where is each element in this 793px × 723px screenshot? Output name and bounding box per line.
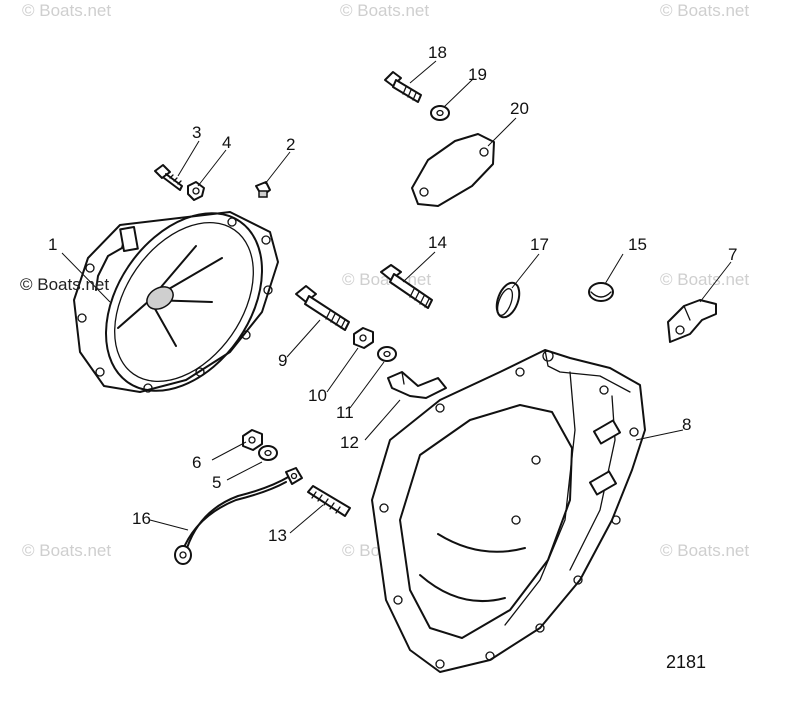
part-15-plug xyxy=(588,282,614,302)
part-10-nut xyxy=(353,327,374,349)
part-14-bolt xyxy=(380,264,433,309)
part-9-bolt xyxy=(295,285,350,331)
callout-18: 18 xyxy=(428,43,447,62)
callout-7: 7 xyxy=(728,245,737,264)
callout-20: 20 xyxy=(510,99,529,118)
callout-3: 3 xyxy=(192,123,201,142)
callout-8: 8 xyxy=(682,415,691,434)
watermark: © Boats.net xyxy=(340,1,429,20)
part-12-clamp xyxy=(387,371,447,399)
callout-1: 1 xyxy=(48,235,57,254)
part-8-flywheel-housing xyxy=(371,349,646,673)
callout-6: 6 xyxy=(192,453,201,472)
part-1-cover-plate xyxy=(73,211,279,393)
part-6-nut xyxy=(242,429,263,451)
callout-5: 5 xyxy=(212,473,221,492)
callout-15: 15 xyxy=(628,235,647,254)
callout-10: 10 xyxy=(308,386,327,405)
part-17-cap xyxy=(495,281,521,319)
part-5-washer xyxy=(258,445,278,461)
part-13-stud xyxy=(307,485,351,517)
part-11-washer xyxy=(377,346,397,362)
part-19-washer xyxy=(430,105,450,121)
callout-19: 19 xyxy=(468,65,487,84)
callout-12: 12 xyxy=(340,433,359,452)
callout-labels: 1 2 3 4 5 6 7 8 9 10 11 12 13 14 15 16 1… xyxy=(48,43,737,545)
watermark: © Boats.net xyxy=(660,270,749,289)
watermark-over-part: © Boats.net xyxy=(20,275,109,294)
part-4-nut xyxy=(187,181,205,201)
callout-9: 9 xyxy=(278,351,287,370)
watermark: © Boats.net xyxy=(22,541,111,560)
watermark: © Boats.net xyxy=(660,541,749,560)
watermark: © Boats.net xyxy=(660,1,749,20)
watermark: © Boats.net xyxy=(22,1,111,20)
part-16-ground-strap xyxy=(174,467,303,565)
part-20-cover-plate xyxy=(411,133,495,207)
callout-4: 4 xyxy=(222,133,231,152)
callout-2: 2 xyxy=(286,135,295,154)
part-2-fitting xyxy=(255,181,271,198)
callout-16: 16 xyxy=(132,509,151,528)
part-7-clip xyxy=(667,299,717,343)
part-18-screw xyxy=(384,71,422,103)
callout-13: 13 xyxy=(268,526,287,545)
callout-14: 14 xyxy=(428,233,447,252)
leader-lines xyxy=(61,60,732,534)
figure-number: 2181 xyxy=(666,652,706,672)
part-3-screw xyxy=(154,164,183,191)
callout-11: 11 xyxy=(336,403,354,422)
callout-17: 17 xyxy=(530,235,549,254)
